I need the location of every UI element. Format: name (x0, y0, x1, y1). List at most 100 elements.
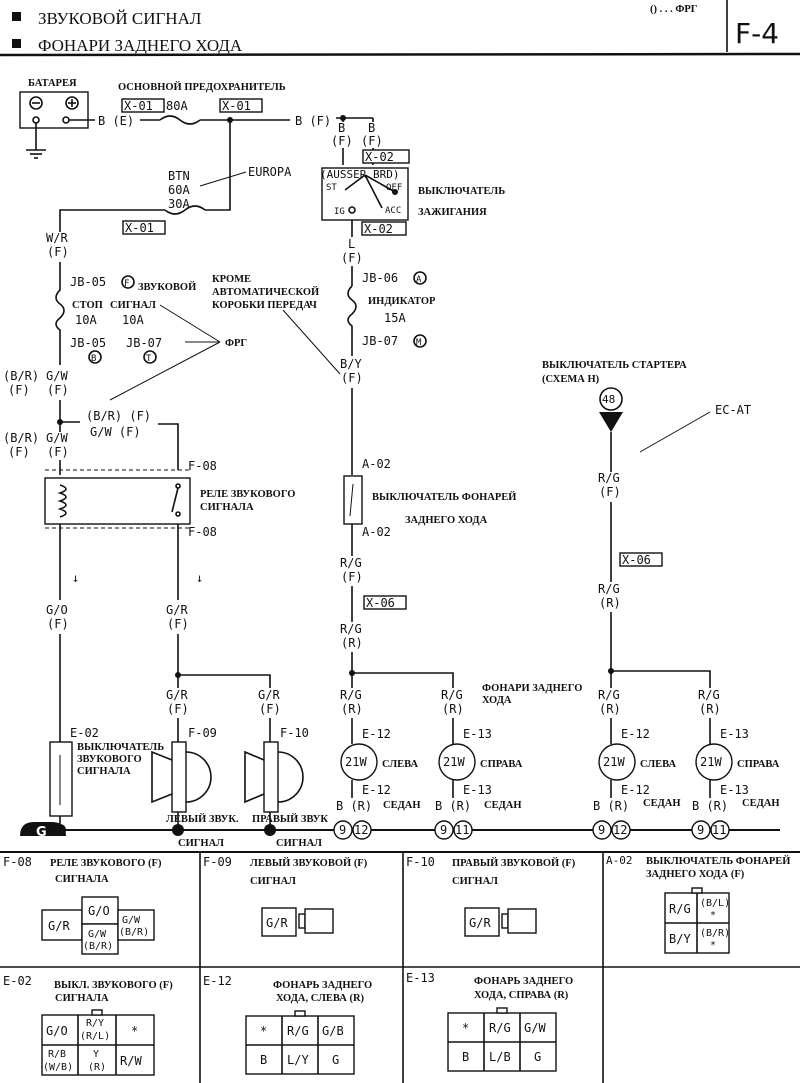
wire-label: B (R) (336, 799, 372, 813)
connector-table: F-08 РЕЛЕ ЗВУКОВОГО (F) СИГНАЛА G/R G/O … (0, 851, 800, 1083)
pin-label: R/G (669, 902, 691, 916)
sedan-note: СЕДАН (383, 800, 421, 811)
horn-feed: W/R (F) JB-05 F ЗВУКОВОЙ СТОП СИГНАЛ 10A… (3, 231, 341, 475)
reverse-switch-label: ЗАДНЕГО ХОДА (405, 515, 488, 526)
wire-label: G/R (166, 688, 188, 702)
connector-label: A-02 (362, 457, 391, 471)
connector-name: СИГНАЛ (452, 876, 498, 887)
junction-block: JB-06 (362, 271, 398, 285)
pin-number: 9 (440, 823, 447, 837)
pin-number: 11 (712, 823, 726, 837)
connector-name: ХОДА, СЛЕВА (R) (276, 993, 365, 1004)
fuse-rating: 10A (75, 313, 97, 327)
ignition-label: ВЫКЛЮЧАТЕЛЬ (418, 186, 505, 197)
connector-name: ФОНАРЬ ЗАДНЕГО (474, 976, 573, 987)
bullet-icon (12, 12, 21, 21)
connector-a02: A-02 ВЫКЛЮЧАТЕЛЬ ФОНАРЕЙ ЗАДНЕГО ХОДА (F… (606, 854, 790, 954)
arrow-down-icon (599, 412, 623, 432)
note-except-at: КРОМЕ (212, 274, 251, 285)
left-horn-label: ЛЕВЫЙ ЗВУК. (166, 813, 239, 825)
battery-label: БАТАРЕЯ (28, 78, 77, 89)
wire-label: (B/R) (F) (86, 409, 151, 423)
title-reverse-lamps: ФОНАРИ ЗАДНЕГО ХОДА (38, 36, 243, 55)
connector-e02: E-02 ВЫКЛ. ЗВУКОВОГО (F) СИГНАЛА G/O R/Y… (3, 974, 173, 1076)
switch-pos: OFF (386, 183, 402, 193)
connector-label: E-02 (70, 726, 99, 740)
connector-code: A-02 (606, 854, 633, 867)
lamp-side: СПРАВА (737, 759, 780, 770)
lamp-right-at: R/G (R) E-13 21W СПРАВА E-13 B (R) СЕДАН… (691, 688, 780, 840)
pin-label: G/B (322, 1024, 344, 1038)
sedan-note: СЕДАН (484, 800, 522, 811)
ground-bus: G (20, 822, 780, 840)
wire-label: (R) (341, 636, 363, 650)
connector-name: ЛЕВЫЙ ЗВУКОВОЙ (F) (250, 857, 368, 869)
pin-code: M (416, 338, 422, 348)
bulb-rating: 21W (700, 755, 722, 769)
wire-label: L (348, 237, 355, 251)
pin-label: G/W (88, 929, 107, 940)
ecat-note: EC-AT (715, 403, 751, 417)
wire-label: (F) (361, 134, 383, 148)
pin-label: R/G (287, 1024, 309, 1038)
fuse-label: ЗВУКОВОЙ (138, 281, 196, 293)
wire-label: B (R) (435, 799, 471, 813)
pin-label: G/W (524, 1021, 546, 1035)
ground-car-icon (20, 822, 66, 836)
fuse-rating: 10A (122, 313, 144, 327)
sedan-note: СЕДАН (643, 798, 681, 809)
wire-label: B (338, 121, 345, 135)
wire-label: (F) (47, 383, 69, 397)
junction-block: JB-05 (70, 275, 106, 289)
pin-label: L/Y (287, 1053, 309, 1067)
wire-label: (F) (8, 383, 30, 397)
connector-name: ЗАДНЕГО ХОДА (F) (646, 869, 745, 880)
connector-code: E-13 (406, 971, 435, 985)
connector-x01: X-01 (125, 221, 154, 235)
lamp-left-manual: R/G (R) E-12 21W СЛЕВА E-12 B (R) СЕДАН … (333, 688, 421, 840)
junction-block: JB-07 (362, 334, 398, 348)
connector-label: E-12 (362, 727, 391, 741)
pin-label: (B/R) (700, 928, 730, 939)
btn-fuse-icon (59, 205, 206, 232)
pin-number: 12 (354, 823, 368, 837)
pin-label: (R/L) (80, 1031, 110, 1042)
horn-switch-label: ЗВУКОВОГО (77, 754, 142, 765)
pin-label: * (710, 910, 716, 921)
wire-label: (B/R) (3, 369, 39, 383)
fuse-icon (347, 280, 357, 336)
pin-label: R/Y (86, 1018, 104, 1029)
fuse-label: СИГНАЛ (110, 300, 156, 311)
reverse-lamps-at: ВЫКЛЮЧАТЕЛЬ СТАРТЕРА (СХЕМА H) 48 EC-AT … (542, 360, 751, 688)
connector-name: ВЫКЛ. ЗВУКОВОГО (F) (54, 980, 173, 991)
connector-label: E-12 (621, 783, 650, 797)
junction-block: JB-05 (70, 336, 106, 350)
right-horn-label: СИГНАЛ (276, 838, 322, 849)
pin-label: G/O (46, 1024, 68, 1038)
lamp-side: СЛЕВА (640, 759, 676, 770)
wire-label: (R) (442, 702, 464, 716)
lamp-left-at: R/G (R) E-12 21W СЛЕВА E-12 B (R) СЕДАН … (592, 688, 681, 840)
wire-label: R/G (340, 556, 362, 570)
wire-label: G/W (46, 369, 68, 383)
wire-label: (F) (167, 702, 189, 716)
lamp-side: СЛЕВА (382, 759, 418, 770)
note-except-at: АВТОМАТИЧЕСКОЙ (212, 286, 319, 298)
bullet-icon (12, 39, 21, 48)
wire-label: G/R (166, 603, 188, 617)
region-note: (AUSSER BRD) (320, 168, 399, 181)
connector-x06: X-06 (622, 553, 651, 567)
connector-name: ХОДА, СПРАВА (R) (474, 990, 569, 1001)
connector-label: E-13 (463, 727, 492, 741)
wire-label: (F) (331, 134, 353, 148)
wire-label: R/G (698, 688, 720, 702)
bulb-rating: 21W (345, 755, 367, 769)
wire-label: R/G (598, 471, 620, 485)
main-fuse-icon (140, 115, 290, 125)
wire-label: (B/R) (3, 431, 39, 445)
pin-label: (B/R) (119, 927, 149, 938)
pin-label: R/W (120, 1054, 142, 1068)
connector-e12: E-12 ФОНАРЬ ЗАДНЕГО ХОДА, СЛЕВА (R) * R/… (203, 974, 372, 1075)
pin-label: L/B (489, 1050, 511, 1064)
